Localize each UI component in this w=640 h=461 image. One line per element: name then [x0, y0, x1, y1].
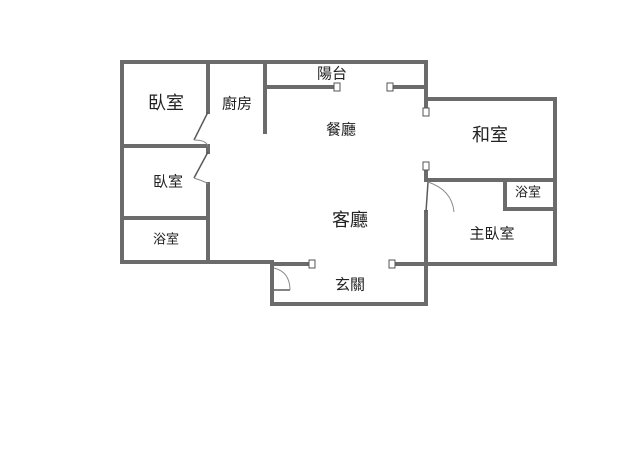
- label-bath-right: 浴室: [515, 185, 541, 201]
- column-entrance-left: [308, 259, 316, 269]
- outer-wall-entrance: [270, 260, 428, 306]
- door-master-swing: [427, 181, 455, 213]
- label-balcony: 陽台: [317, 65, 347, 83]
- column-entrance-right: [388, 259, 396, 269]
- columns: [308, 82, 430, 269]
- label-master-bedroom: 主臥室: [469, 225, 514, 243]
- column-japanese-bottom: [422, 161, 430, 171]
- room-labels: 臥室 臥室 浴室 廚房 陽台 餐廳 和室 浴室 客廳 主臥室 玄關: [148, 65, 541, 294]
- label-bath-left: 浴室: [153, 232, 179, 248]
- column-japanese-top: [422, 107, 430, 117]
- doors: [193, 111, 455, 291]
- column-balcony-right: [386, 82, 394, 92]
- wall-bath-right: [503, 178, 557, 211]
- door-bedroom-mid: [193, 151, 209, 179]
- label-bedroom-mid: 臥室: [153, 173, 183, 191]
- label-japanese-room: 和室: [472, 125, 508, 146]
- door-bedroom-top: [193, 111, 209, 141]
- label-bedroom-top: 臥室: [148, 93, 184, 114]
- label-living: 客廳: [332, 210, 368, 231]
- door-bedroom-mid-swing: [193, 177, 209, 185]
- door-bedroom-top-swing: [193, 139, 209, 147]
- walls: [120, 60, 557, 306]
- column-balcony-left: [333, 82, 341, 92]
- door-master: [425, 181, 429, 213]
- label-kitchen: 廚房: [222, 95, 252, 113]
- outer-wall-left-block: [120, 60, 210, 264]
- label-dining: 餐廳: [326, 121, 356, 139]
- door-entrance-swing: [273, 267, 291, 291]
- label-entrance: 玄關: [335, 276, 365, 294]
